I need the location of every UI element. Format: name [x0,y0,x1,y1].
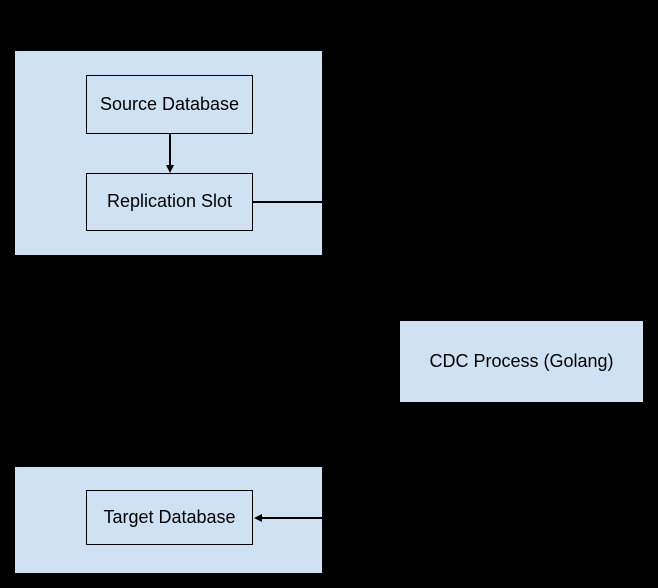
source-database-label: Source Database [99,93,240,114]
arrowhead-left-icon [254,513,262,522]
source-to-slot-connector [169,134,171,167]
cdc-process-label: CDC Process (Golang) [429,350,614,371]
arrowhead-down-icon [165,165,174,173]
replication-slot-node: Replication Slot [86,173,253,231]
source-database-node: Source Database [86,75,253,134]
cdc-process-node: CDC Process (Golang) [400,321,643,402]
target-database-label: Target Database [103,506,236,527]
cdc-to-target-connector [261,517,322,519]
slot-to-cdc-connector [253,201,322,203]
replication-slot-label: Replication Slot [106,191,233,212]
target-database-node: Target Database [86,490,253,545]
